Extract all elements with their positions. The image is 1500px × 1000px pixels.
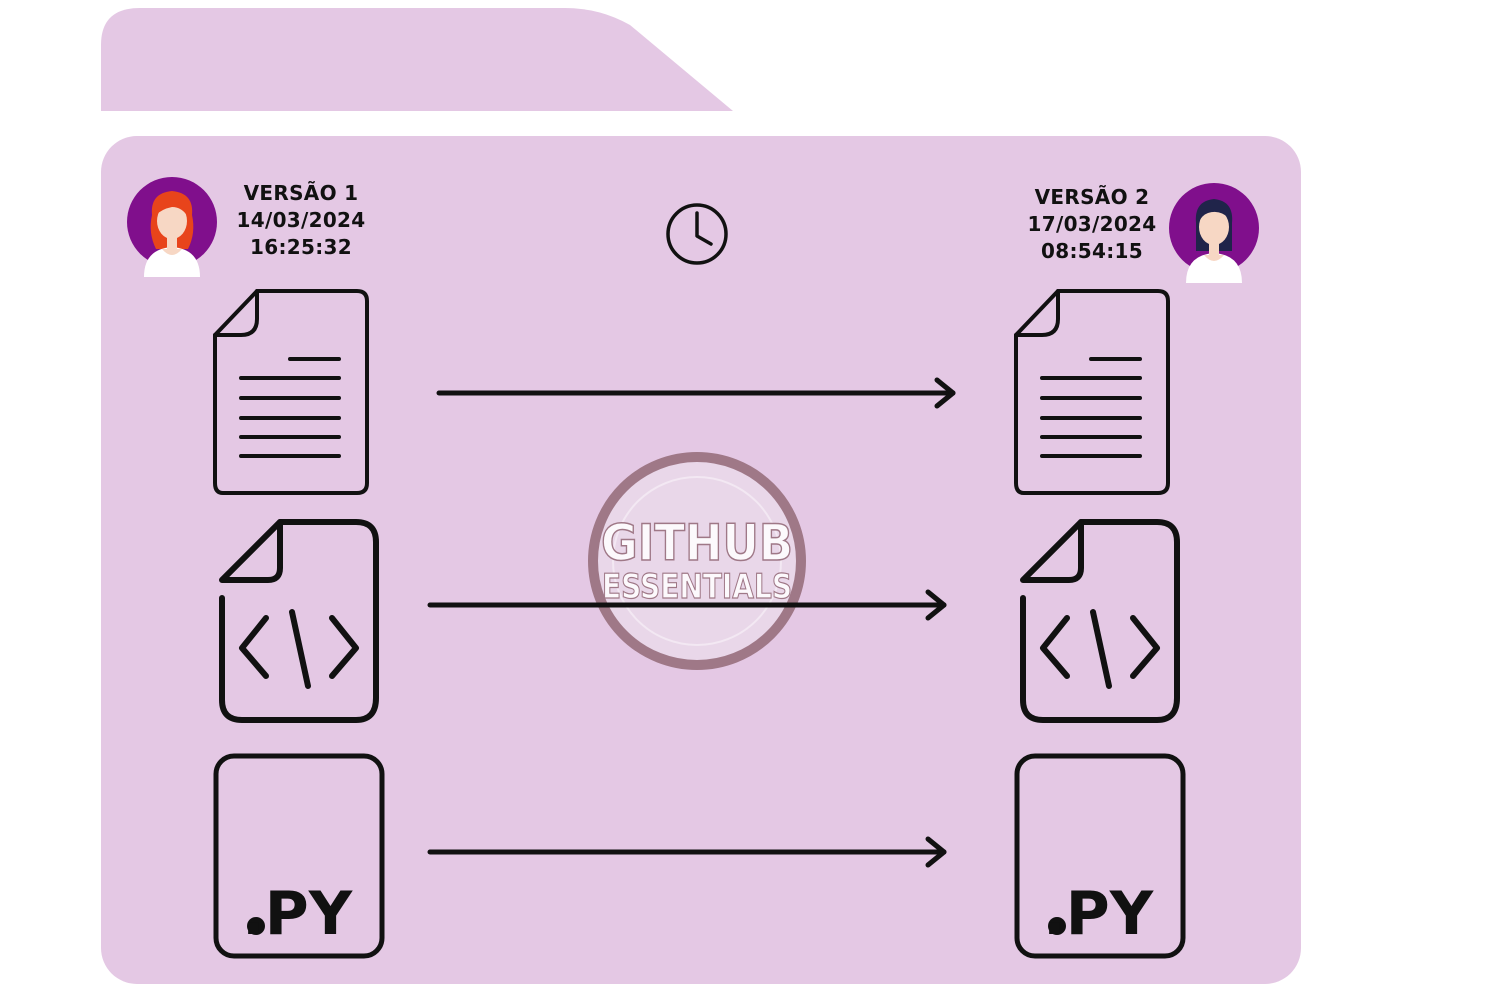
watermark: GITHUB ESSENTIALS <box>588 452 806 670</box>
watermark-line2: ESSENTIALS <box>602 567 792 607</box>
arrow-right-icon <box>427 589 947 621</box>
folder-tab <box>101 8 733 111</box>
py-label: .PY <box>242 879 354 949</box>
avatar <box>127 177 217 277</box>
watermark-line1: GITHUB <box>601 514 793 572</box>
avatar <box>1169 183 1259 283</box>
version-title: VERSÃO 1 <box>243 181 359 205</box>
arrow-right-icon <box>427 836 947 868</box>
version-time: 16:25:32 <box>250 235 352 259</box>
version-1-info: VERSÃO 1 14/03/2024 16:25:32 <box>226 180 376 261</box>
version-2-info: VERSÃO 2 17/03/2024 08:54:15 <box>1017 184 1167 265</box>
document-icon <box>1014 289 1170 495</box>
py-label: .PY <box>1043 879 1155 949</box>
version-date: 17/03/2024 <box>1027 212 1157 236</box>
code-file-icon <box>1020 519 1180 723</box>
document-icon <box>213 289 369 495</box>
version-date: 14/03/2024 <box>236 208 366 232</box>
python-file-icon: .PY <box>213 753 385 959</box>
python-file-icon: .PY <box>1014 753 1186 959</box>
code-file-icon <box>219 519 379 723</box>
clock-icon <box>666 203 728 265</box>
version-title: VERSÃO 2 <box>1034 185 1150 209</box>
arrow-right-icon <box>436 377 956 409</box>
version-time: 08:54:15 <box>1041 239 1143 263</box>
